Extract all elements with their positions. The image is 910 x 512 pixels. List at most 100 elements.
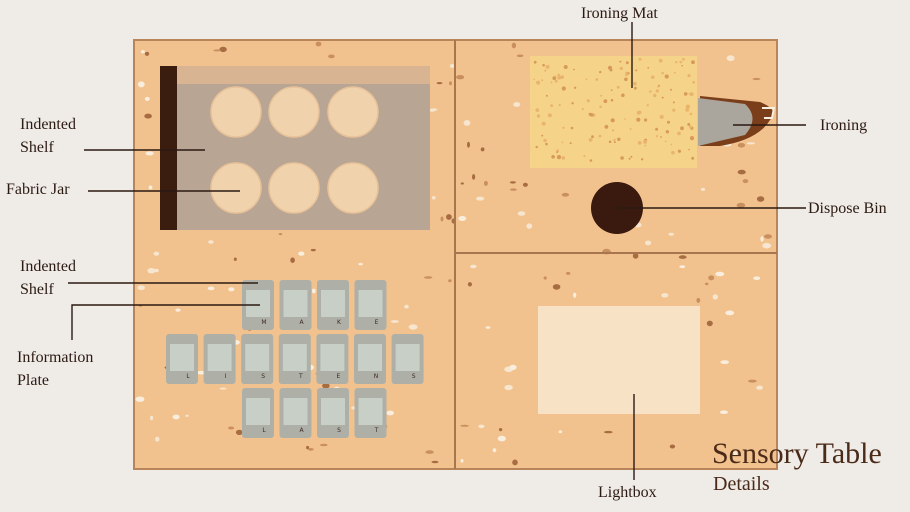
mat-speck — [680, 126, 684, 131]
mat-speck — [554, 75, 557, 78]
speckle — [558, 430, 563, 434]
speckle — [511, 42, 517, 49]
mat-speck — [655, 135, 659, 138]
mat-speck — [691, 156, 695, 160]
mat-speck — [625, 71, 628, 75]
mat-speck — [677, 149, 682, 153]
speckle — [756, 385, 763, 390]
speckle — [522, 182, 528, 187]
mat-speck — [657, 85, 659, 88]
mat-speck — [682, 57, 685, 61]
mat-speck — [595, 78, 599, 81]
speckle — [328, 54, 335, 59]
mat-speck — [608, 140, 612, 144]
speckle — [408, 324, 418, 330]
mat-speck — [634, 86, 637, 90]
speckle — [228, 426, 235, 430]
mat-speck — [643, 139, 648, 144]
mat-speck — [544, 69, 547, 72]
speckle — [467, 141, 470, 148]
speckle — [425, 450, 434, 454]
speckle — [172, 414, 180, 420]
speckle — [719, 410, 728, 415]
mat-speck — [581, 108, 584, 111]
speckle — [306, 445, 310, 450]
speckle — [513, 102, 521, 107]
speckle — [669, 444, 676, 449]
speckle — [430, 108, 438, 111]
tile-letter: I — [225, 373, 227, 380]
mat-speck — [613, 141, 616, 144]
lightbox — [538, 306, 700, 414]
mat-speck — [685, 108, 690, 112]
mat-speck — [550, 81, 553, 84]
mat-speck — [646, 104, 649, 107]
speckle — [140, 50, 145, 54]
tile-letter: A — [299, 427, 304, 434]
label-ironing: Ironing — [820, 117, 868, 134]
speckle — [298, 251, 305, 256]
mat-speck — [541, 79, 544, 82]
speckle — [213, 49, 222, 52]
speckle — [661, 293, 669, 298]
speckle — [762, 242, 772, 249]
mat-speck — [689, 112, 693, 116]
label-lightbox: Lightbox — [598, 484, 657, 501]
speckle — [526, 223, 533, 229]
speckle — [219, 387, 227, 390]
speckle — [153, 251, 160, 256]
speckle — [483, 180, 488, 186]
mat-speck — [589, 113, 594, 117]
speckle — [467, 282, 472, 287]
mat-speck — [550, 104, 554, 108]
label-fabric-jar: Fabric Jar — [6, 181, 70, 198]
mat-speck — [636, 117, 641, 122]
label-line: Shelf — [20, 281, 54, 298]
mat-speck — [630, 155, 633, 158]
mat-speck — [677, 131, 681, 136]
mat-speck — [560, 75, 565, 79]
speckle — [137, 81, 145, 88]
mat-speck — [545, 142, 548, 146]
mat-speck — [619, 60, 622, 63]
speckle — [145, 151, 154, 156]
mat-speck — [638, 57, 642, 61]
mat-speck — [687, 123, 691, 126]
speckle — [175, 308, 181, 312]
speckle — [322, 383, 330, 389]
mat-speck — [603, 99, 608, 104]
information-plate-tile: N — [354, 334, 386, 384]
speckle — [137, 285, 145, 291]
mat-speck — [556, 151, 558, 154]
mat-speck — [691, 60, 695, 65]
speckle — [431, 460, 439, 464]
speckle — [480, 147, 485, 152]
speckle — [737, 143, 746, 148]
speckle — [704, 282, 709, 286]
speckle — [752, 77, 761, 81]
speckle — [509, 181, 516, 184]
mat-speck — [545, 64, 550, 69]
mat-speck — [571, 102, 574, 105]
mat-speck — [570, 126, 574, 130]
mat-speck — [635, 69, 638, 72]
mat-speck — [599, 105, 602, 109]
tile-letter: E — [337, 373, 341, 380]
information-plate-tile: T — [354, 388, 387, 438]
speckle — [720, 360, 729, 364]
information-plate-tile: L — [242, 388, 274, 438]
mat-speck — [672, 101, 675, 104]
mat-speck — [573, 68, 575, 71]
speckle — [207, 286, 215, 291]
mat-speck — [558, 103, 561, 107]
speckle — [753, 276, 761, 281]
speckle — [696, 297, 701, 303]
mat-speck — [640, 158, 644, 161]
speckle — [440, 216, 444, 222]
speckle — [678, 255, 687, 259]
mat-speck — [535, 108, 540, 112]
leader-lines — [68, 22, 806, 480]
mat-speck — [547, 113, 552, 118]
information-plate-tile: L — [166, 334, 198, 384]
